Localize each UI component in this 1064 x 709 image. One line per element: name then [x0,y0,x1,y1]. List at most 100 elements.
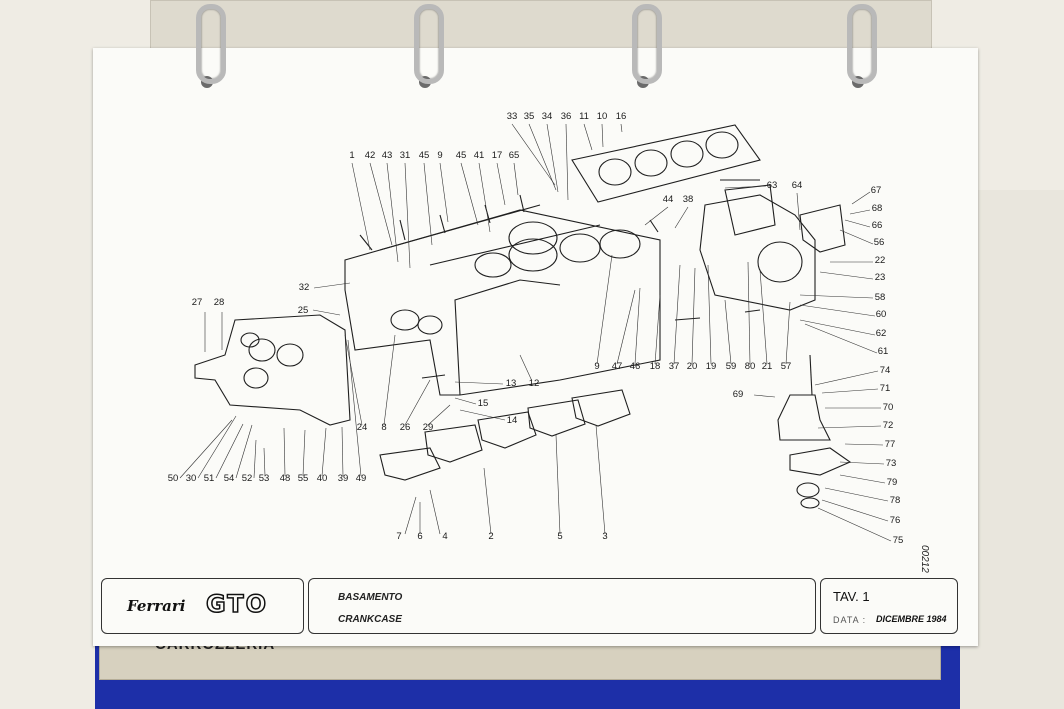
leader-line [454,397,477,405]
callout-54: 54 [224,473,235,484]
leader-line [496,162,506,206]
gto-logo-text: GTO [205,589,269,619]
title-block-logo: Ferrari GTO [101,578,304,634]
leader-line [513,162,519,196]
callout-63: 63 [767,180,778,191]
callout-78: 78 [890,495,901,506]
callout-60: 60 [876,309,887,320]
leader-line [583,123,593,151]
leader-line [263,447,266,477]
callout-10: 10 [597,111,608,122]
leader-line [799,319,876,336]
leader-line [427,404,451,426]
leader-line [351,162,371,251]
callout-4: 4 [442,531,447,542]
leader-line [821,388,879,394]
leader-line [321,427,327,477]
leader-line [546,123,559,193]
callout-1: 1 [349,150,354,161]
callout-49: 49 [356,473,367,484]
callout-71: 71 [880,383,891,394]
leader-line [215,423,244,479]
callout-76: 76 [890,515,901,526]
callout-36: 36 [561,111,572,122]
binder-ring [414,4,444,84]
callout-64: 64 [792,180,803,191]
leader-line [404,379,431,426]
binder-ring [196,4,226,84]
callout-72: 72 [883,420,894,431]
leader-line [796,192,801,231]
callout-43: 43 [382,150,393,161]
callout-7: 7 [396,531,401,542]
callout-23: 23 [875,272,886,283]
callout-59: 59 [726,361,737,372]
leader-line [839,474,886,484]
callout-21: 21 [762,361,773,372]
callout-57: 57 [781,361,792,372]
callout-40: 40 [317,473,328,484]
callout-26: 26 [400,422,411,433]
binder-ring [847,4,877,84]
title-english: CRANKCASE [338,614,402,625]
leader-line [302,429,306,477]
leader-line [849,209,871,215]
callout-79: 79 [887,477,898,488]
leader-line [312,309,341,316]
leader-line [747,261,751,365]
callout-50: 50 [168,473,179,484]
callout-32: 32 [299,282,310,293]
catalog-page [93,48,978,646]
callout-74: 74 [880,365,891,376]
engine-mount [777,394,831,441]
leader-line [799,304,876,317]
callout-25: 25 [298,305,309,316]
leader-line [313,282,351,289]
callout-12: 12 [529,378,540,389]
leader-line [596,254,613,365]
title-italian: BASAMENTO [338,592,403,603]
leader-line [555,434,561,535]
callout-41: 41 [474,150,485,161]
callout-15: 15 [478,398,489,409]
callout-55: 55 [298,473,309,484]
rear-plate [699,194,816,311]
callout-44: 44 [663,194,674,205]
leader-line [844,219,871,228]
callout-31: 31 [400,150,411,161]
leader-line [753,394,776,398]
leader-line [344,334,363,426]
leader-line [724,185,767,189]
leader-line [341,426,344,477]
leader-line [459,409,506,421]
leader-line [673,264,681,365]
callout-34: 34 [542,111,553,122]
leader-line [839,229,874,245]
callout-69: 69 [733,389,744,400]
leader-line [634,287,641,365]
leader-line [616,289,636,365]
callout-27: 27 [192,297,203,308]
callout-13: 13 [506,378,517,389]
date-value: DICEMBRE 1984 [876,614,947,624]
leader-line [386,162,399,263]
leader-line [759,269,768,365]
callout-24: 24 [357,422,368,433]
leader-line [724,299,732,365]
callout-52: 52 [242,473,253,484]
callout-42: 42 [365,150,376,161]
leader-line [511,123,556,186]
callout-19: 19 [706,361,717,372]
title-block-name: BASAMENTO CRANKCASE [308,578,816,634]
leader-line [644,206,669,226]
callout-37: 37 [669,361,680,372]
leader-line [519,354,533,382]
leader-line [595,424,606,535]
callout-16: 16 [616,111,627,122]
callout-11: 11 [579,111,589,122]
leader-line [404,162,411,269]
leader-line [253,439,257,479]
leader-line [483,467,492,535]
callout-77: 77 [885,439,896,450]
callout-68: 68 [872,203,883,214]
